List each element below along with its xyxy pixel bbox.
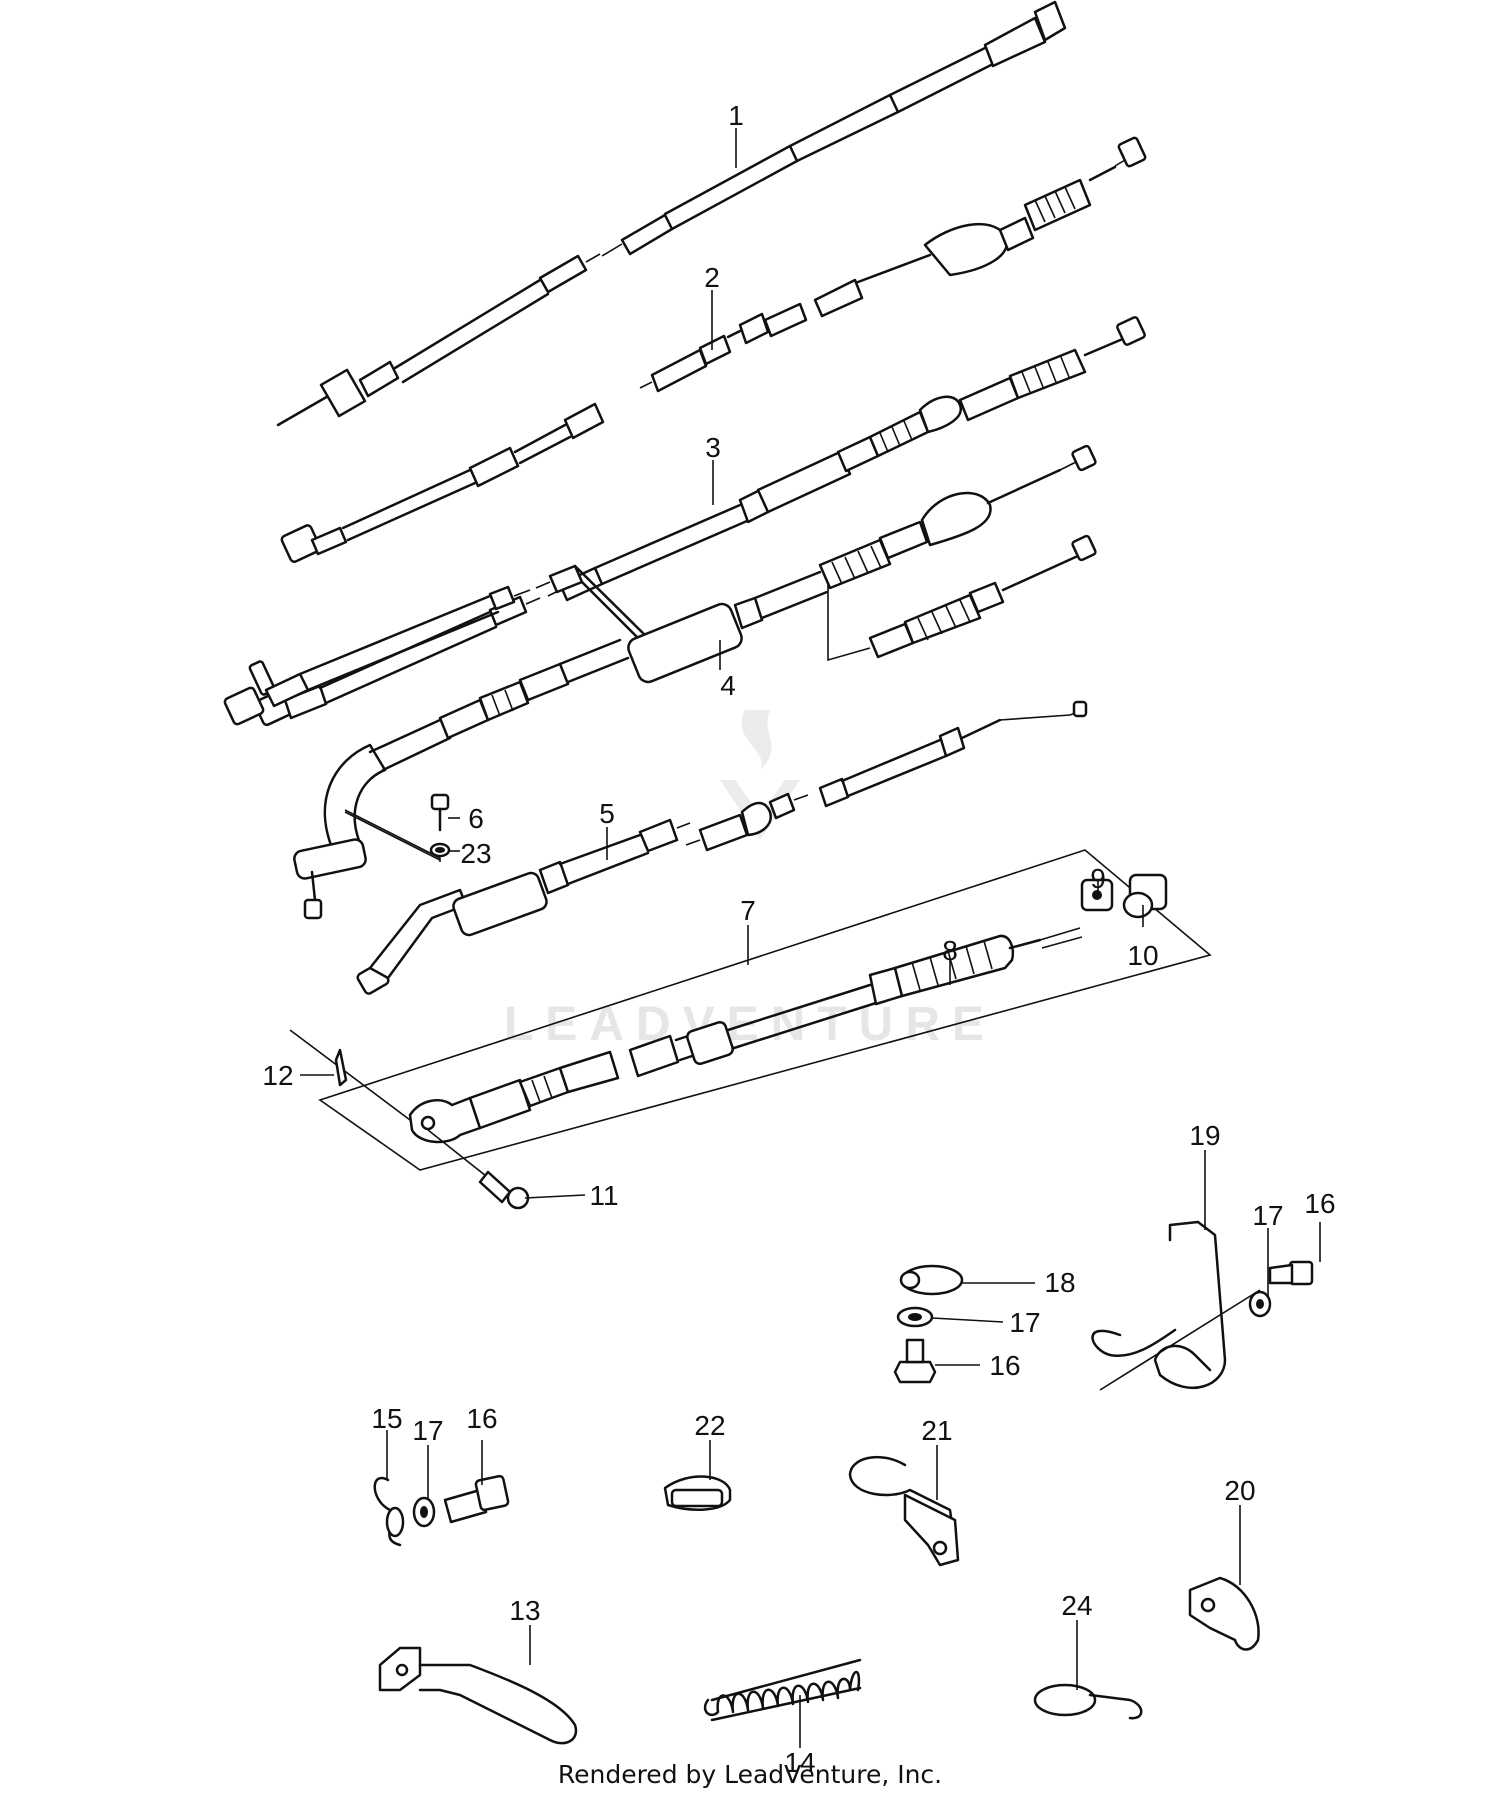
callout-20: 20: [1224, 1475, 1255, 1506]
footer-credit: Rendered by LeadVenture, Inc.: [557, 1760, 943, 1789]
bolt-6: [430, 793, 450, 832]
bracket-21: [848, 1455, 960, 1567]
callout-3: 3: [705, 432, 721, 463]
callout-24: 24: [1061, 1590, 1092, 1621]
watermark-logo: [720, 710, 800, 840]
cable-3: [253, 316, 1146, 727]
callout-13: 13: [509, 1595, 540, 1626]
callout-7: 7: [740, 895, 756, 926]
clip-22: [663, 1475, 732, 1511]
cable-7: [408, 927, 1083, 1144]
callout-17-c: 17: [412, 1415, 443, 1446]
callout-6: 6: [468, 803, 484, 834]
callout-21: 21: [921, 1415, 952, 1446]
callout-16-c: 16: [466, 1403, 497, 1434]
callout-19: 19: [1189, 1120, 1220, 1151]
washer-23: [429, 842, 451, 858]
callout-1: 1: [728, 100, 744, 131]
washer-17-a: [1248, 1290, 1272, 1318]
callout-2: 2: [704, 262, 720, 293]
clamp-24: [1033, 1683, 1143, 1720]
callout-4: 4: [720, 670, 736, 701]
callout-16-a: 16: [1304, 1188, 1335, 1219]
callout-11: 11: [589, 1180, 618, 1211]
adjuster-10: [1122, 873, 1168, 919]
callout-18: 18: [1044, 1267, 1075, 1298]
cable-2: [280, 136, 1147, 563]
callout-17-b: 17: [1009, 1307, 1040, 1338]
nut-9: [1080, 878, 1114, 912]
pin-11: [427, 1129, 530, 1210]
callout-22: 22: [694, 1410, 725, 1441]
clip-20: [1188, 1576, 1260, 1651]
speedometer-cable: [276, 0, 1067, 427]
callout-numbers: 1 2 3 4 5 6 23 7 8 9 10 12 11 19 17 16 1…: [262, 100, 1335, 1778]
callout-5: 5: [599, 798, 615, 829]
cotter-pin-12: [289, 1029, 411, 1121]
leader-lines: [300, 128, 1321, 1748]
callout-8: 8: [942, 935, 958, 966]
bolt-16-a: [1268, 1260, 1314, 1286]
clamp-15: [373, 1476, 405, 1547]
washer-17-b: [896, 1306, 934, 1328]
callout-14: 14: [784, 1747, 815, 1778]
bracket-13: [378, 1646, 578, 1745]
callout-17-a: 17: [1252, 1200, 1283, 1231]
callout-10: 10: [1127, 940, 1158, 971]
callout-15: 15: [371, 1403, 402, 1434]
cable-4: [223, 444, 1097, 726]
bracket-19: [1091, 1220, 1261, 1391]
callout-12: 12: [262, 1060, 293, 1091]
bolt-16-c: [443, 1474, 510, 1524]
callout-23: 23: [460, 838, 491, 869]
washer-17-c: [412, 1496, 436, 1528]
cable-5: [356, 700, 1088, 995]
callout-9: 9: [1090, 863, 1106, 894]
callout-16-b: 16: [989, 1350, 1020, 1381]
elbow-cable: [293, 638, 630, 920]
spring-14: [703, 1658, 862, 1722]
bolt-16-b: [893, 1338, 937, 1384]
clamp-18: [899, 1264, 964, 1296]
assembly-box-7: [318, 849, 1212, 1171]
